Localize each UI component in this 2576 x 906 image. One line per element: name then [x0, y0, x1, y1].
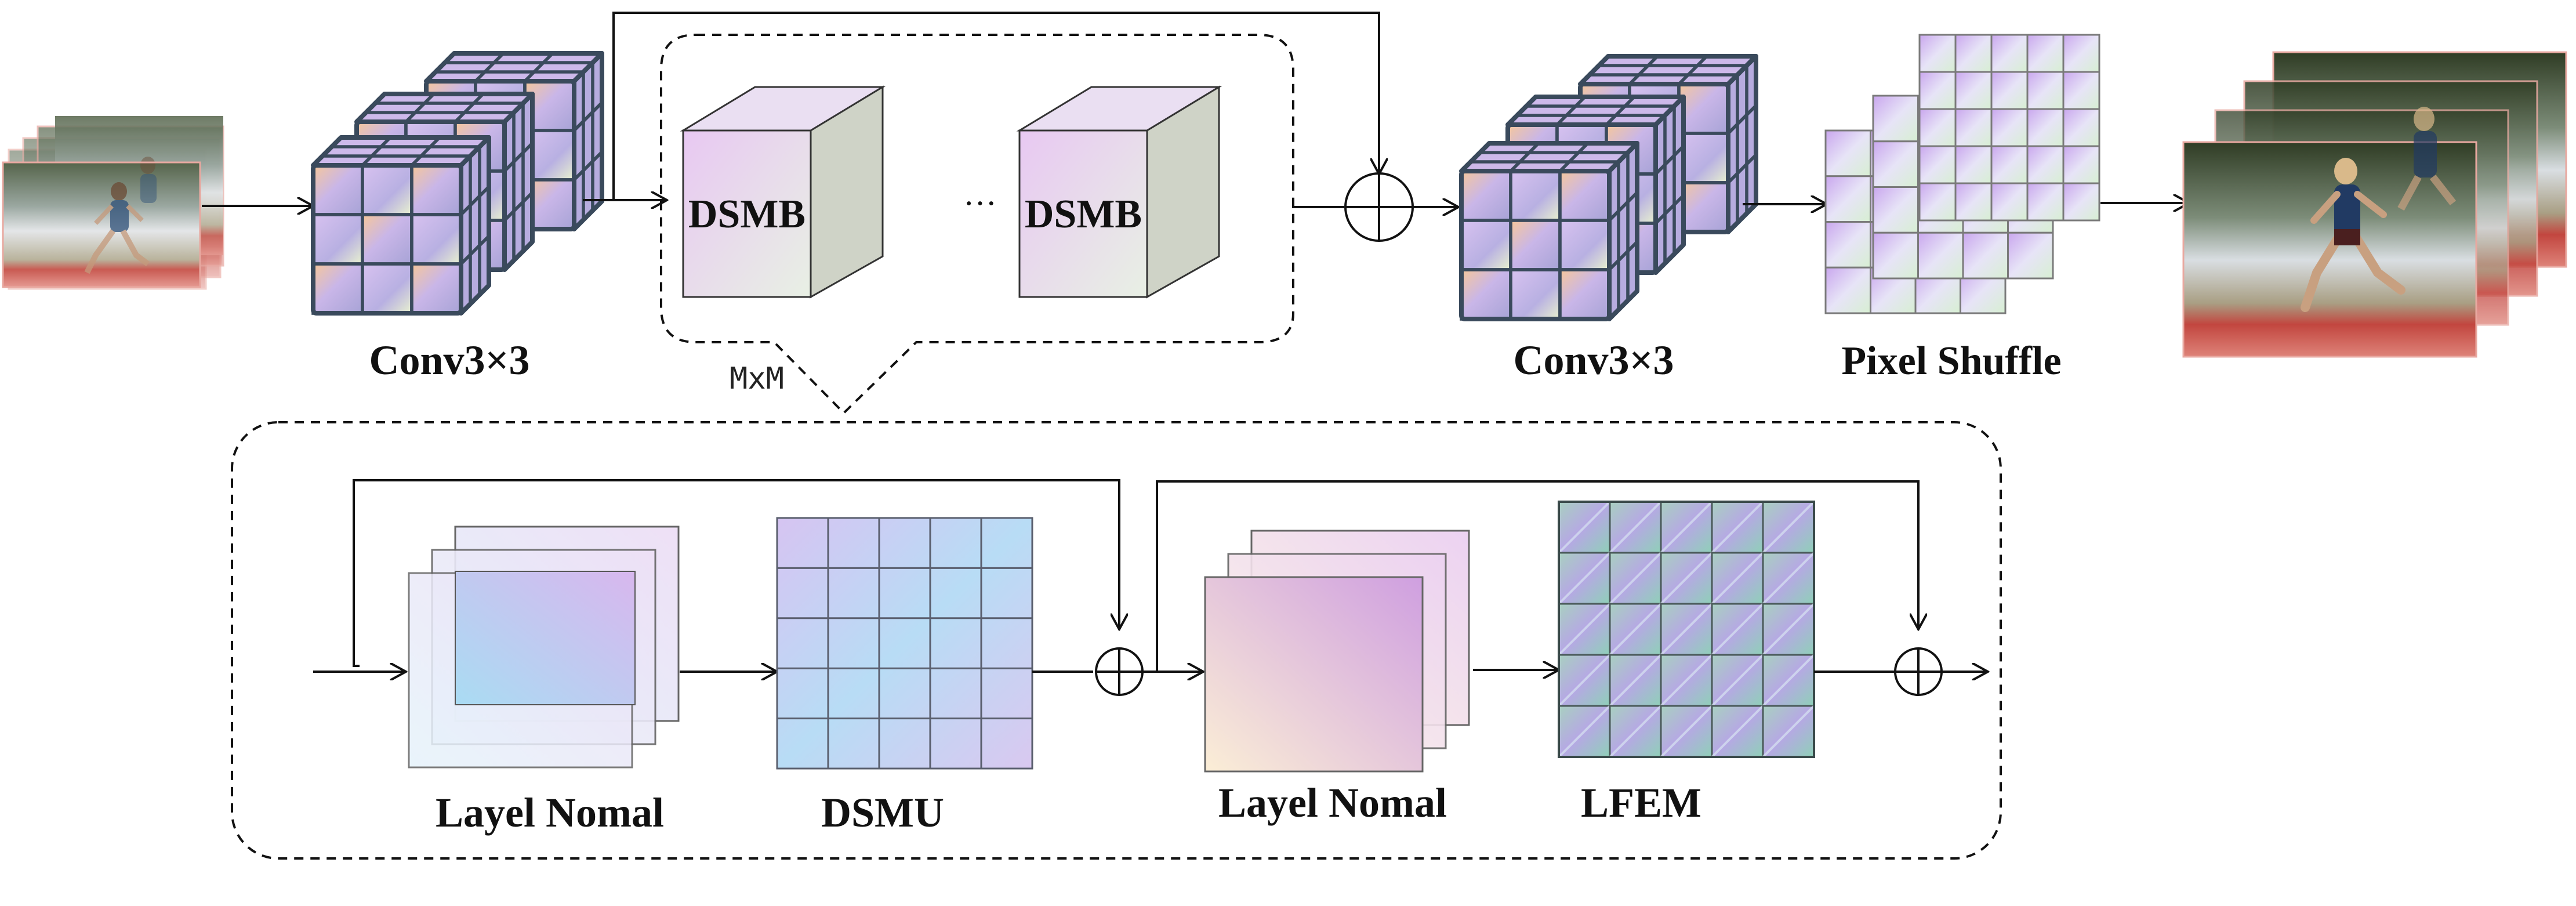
dsmb-2-label: DSMB: [1025, 192, 1142, 237]
dsmb-block-1: DSMB: [680, 85, 886, 299]
conv-out-cube-stack-icon: [1459, 54, 1758, 321]
dsmu-grid-icon: [776, 517, 1033, 770]
output-frames-icon: [2182, 51, 2567, 358]
conv-in-cube-stack-icon: [311, 51, 604, 316]
layer-norm-2-label: Layel Nomal: [1218, 780, 1447, 826]
add-2-icon: [1894, 647, 1943, 696]
layer-norm-1-label: Layel Nomal: [436, 789, 664, 836]
residual-path-2: [1156, 480, 1918, 672]
residual-path-1: [353, 479, 1119, 667]
global-add-icon: [1344, 172, 1414, 242]
dsmb-1-label: DSMB: [688, 192, 806, 237]
conv-in-label: Conv3×3: [369, 337, 529, 383]
pixel-shuffle-grid-icon: [1824, 34, 2100, 314]
global-skip-connection: [612, 12, 1379, 200]
input-frames-icon: [2, 116, 224, 290]
dsmb-detail-dashed-container: [231, 421, 2002, 860]
lfem-grid-icon: [1558, 501, 1815, 758]
conv-out-label: Conv3×3: [1513, 337, 1674, 383]
lfem-label: LFEM: [1581, 780, 1701, 826]
dsmu-label: DSMU: [821, 789, 944, 836]
repeat-label: MxM: [730, 361, 784, 396]
layer-norm-2-planes-icon: [1204, 530, 1470, 773]
dsmb-group-dashed-callout: [660, 34, 1294, 415]
pixel-shuffle-label: Pixel Shuffle: [1841, 339, 2061, 383]
add-1-icon: [1095, 647, 1144, 696]
dsmb-block-2: DSMB: [1016, 85, 1222, 299]
layer-norm-1-planes-icon: [408, 526, 680, 769]
dsmb-ellipsis: ···: [963, 184, 997, 222]
